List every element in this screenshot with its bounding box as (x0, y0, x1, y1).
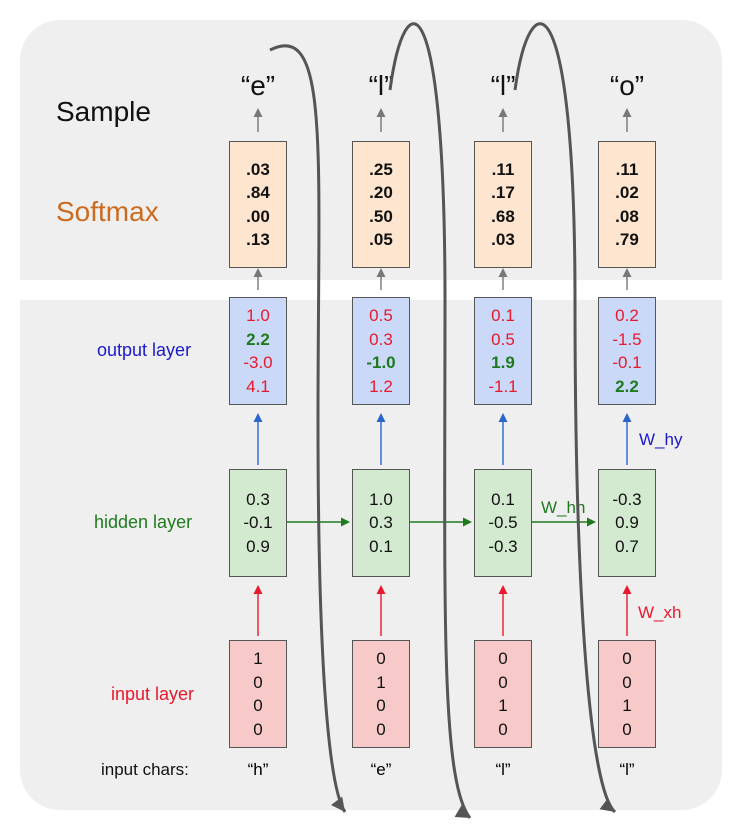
input-char: “e” (370, 760, 392, 779)
sample-char: “l” (368, 70, 394, 101)
softmax-box: .25 .20 .50 .05 (352, 141, 410, 268)
hidden-box-value: 0.9 (615, 513, 639, 533)
output-box-value: 2.2 (615, 376, 639, 396)
hidden-box-value: -0.1 (243, 513, 273, 533)
hidden-box-value: 0.1 (491, 489, 515, 509)
hidden-box-value: -0.5 (488, 513, 518, 533)
input-char: “h” (247, 760, 269, 779)
input-box-value: 0 (498, 672, 508, 692)
input-box-value: 0 (622, 719, 632, 739)
sample-char: “o” (609, 70, 645, 101)
softmax-box-value: .68 (491, 206, 515, 226)
hidden-box-value: 0.9 (246, 536, 270, 556)
softmax-box-value: .11 (491, 159, 515, 179)
input-char: “l” (495, 760, 511, 779)
output-box-value: 1.9 (491, 353, 515, 372)
hidden-box: 1.0 0.3 0.1 (352, 469, 410, 577)
input-box-value: 1 (253, 649, 263, 668)
input-box: 0 0 1 0 (474, 640, 532, 748)
output-box-value: 0.5 (369, 306, 393, 325)
softmax-box-value: .05 (369, 230, 393, 249)
output-box-value: -1.0 (366, 353, 396, 372)
input-box-value: 0 (376, 719, 386, 739)
weight-label-w-hh: W_hh (541, 498, 586, 517)
hidden-box-value: 0.1 (369, 536, 393, 556)
output-box: 0.5 0.3 -1.0 1.2 (352, 297, 410, 405)
input-box-value: 0 (253, 719, 263, 739)
hidden-box-value: -0.3 (612, 489, 642, 509)
input-box-value: 0 (622, 672, 632, 692)
softmax-box: .03 .84 .00 .13 (229, 141, 287, 268)
output-box-value: 1.2 (369, 376, 393, 396)
row-label-softmax: Softmax (56, 196, 159, 227)
hidden-box: 0.1 -0.5 -0.3 (474, 469, 532, 577)
softmax-box-value: .50 (369, 206, 393, 226)
row-label-hidden-layer: hidden layer (94, 512, 193, 532)
output-box-value: 0.3 (369, 329, 393, 349)
softmax-box-value: .00 (246, 206, 270, 226)
hidden-box-value: -0.3 (488, 536, 518, 556)
softmax-box-value: .03 (491, 230, 515, 249)
softmax-box: .11 .02 .08 .79 (598, 141, 656, 268)
output-box-value: -1.1 (488, 376, 518, 396)
output-box: 0.2 -1.5 -0.1 2.2 (598, 297, 656, 405)
output-box: 0.1 0.5 1.9 -1.1 (474, 297, 532, 405)
input-box: 0 0 1 0 (598, 640, 656, 748)
sample-char: “l” (490, 70, 516, 101)
row-label-input-layer: input layer (111, 684, 195, 704)
input-box-value: 0 (253, 672, 263, 692)
input-box-value: 0 (253, 696, 263, 715)
softmax-box-value: .20 (369, 183, 393, 202)
hidden-box: -0.3 0.9 0.7 (598, 469, 656, 577)
output-box-value: 0.1 (491, 306, 515, 325)
input-box-value: 1 (376, 672, 386, 692)
weight-label-w-hy: W_hy (639, 430, 683, 449)
output-box-value: 0.2 (615, 306, 639, 325)
row-label-sample: Sample (56, 96, 151, 127)
output-box-value: 0.5 (491, 329, 515, 349)
input-box-value: 0 (498, 649, 508, 668)
softmax-box-value: .11 (615, 159, 639, 179)
hidden-box-value: 0.3 (369, 513, 393, 533)
output-box-value: -3.0 (243, 353, 273, 372)
softmax-box-value: .03 (246, 159, 270, 179)
row-label-input-chars: input chars: (101, 760, 189, 779)
hidden-box-value: 1.0 (369, 489, 393, 509)
input-box-value: 1 (622, 696, 632, 715)
input-box-value: 0 (622, 649, 632, 668)
hidden-box-value: 0.7 (615, 536, 639, 556)
output-box-value: -1.5 (612, 329, 642, 349)
softmax-box-value: .08 (615, 206, 639, 226)
output-box-value: 1.0 (246, 306, 270, 325)
output-box-value: 4.1 (246, 376, 270, 396)
input-box: 0 1 0 0 (352, 640, 410, 748)
hidden-box: 0.3 -0.1 0.9 (229, 469, 287, 577)
input-box-value: 0 (376, 649, 386, 668)
softmax-box-value: .13 (246, 230, 270, 249)
softmax-box-value: .02 (615, 183, 639, 202)
sample-char: “e” (240, 70, 276, 101)
output-box: 1.0 2.2 -3.0 4.1 (229, 297, 287, 405)
softmax-box-value: .25 (369, 159, 393, 179)
softmax-box-value: .17 (491, 183, 515, 202)
softmax-box: .11 .17 .68 .03 (474, 141, 532, 268)
input-box: 1 0 0 0 (229, 640, 287, 748)
softmax-box-value: .79 (615, 230, 639, 249)
input-char: “l” (619, 760, 635, 779)
input-box-value: 1 (498, 696, 508, 715)
output-box-value: -0.1 (612, 353, 642, 372)
weight-label-w-xh: W_xh (638, 603, 682, 622)
input-box-value: 0 (498, 719, 508, 739)
input-box-value: 0 (376, 696, 386, 715)
hidden-box-value: 0.3 (246, 489, 270, 509)
softmax-box-value: .84 (246, 183, 270, 202)
row-label-output-layer: output layer (97, 340, 192, 360)
output-box-value: 2.2 (246, 329, 270, 349)
